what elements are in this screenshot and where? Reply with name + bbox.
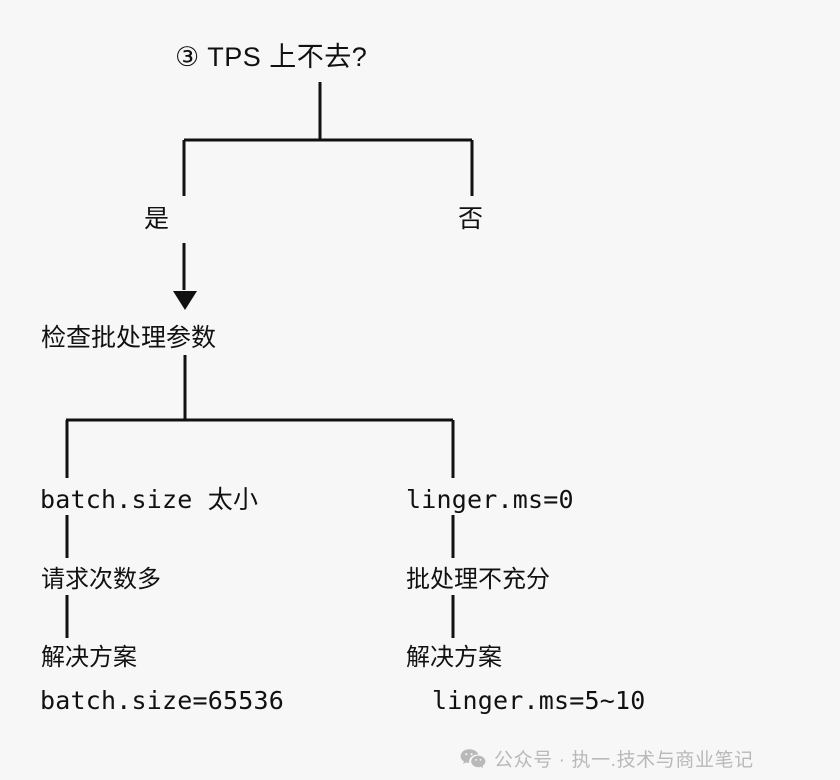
- page-title: ③ TPS 上不去?: [175, 42, 368, 72]
- column-1-solution-label: 解决方案: [41, 644, 137, 671]
- branch-label-yes: 是: [144, 205, 170, 233]
- wechat-icon: [460, 748, 486, 770]
- column-1-effect: 请求次数多: [41, 566, 161, 593]
- branch-label-no: 否: [458, 205, 484, 233]
- column-2-solution-value: linger.ms=5~10: [432, 686, 646, 715]
- column-2-solution-label: 解决方案: [406, 644, 502, 671]
- arrowhead-icon: [173, 291, 197, 310]
- column-2-cause: linger.ms=0: [406, 485, 574, 514]
- watermark-text: 公众号 · 执一.技术与商业笔记: [494, 750, 754, 771]
- decision-step: 检查批处理参数: [41, 324, 217, 352]
- watermark: 公众号 · 执一.技术与商业笔记: [460, 745, 754, 772]
- column-1-solution-value: batch.size=65536: [40, 686, 285, 715]
- column-2-effect: 批处理不充分: [406, 566, 550, 593]
- column-1-cause: batch.size 太小: [40, 485, 259, 514]
